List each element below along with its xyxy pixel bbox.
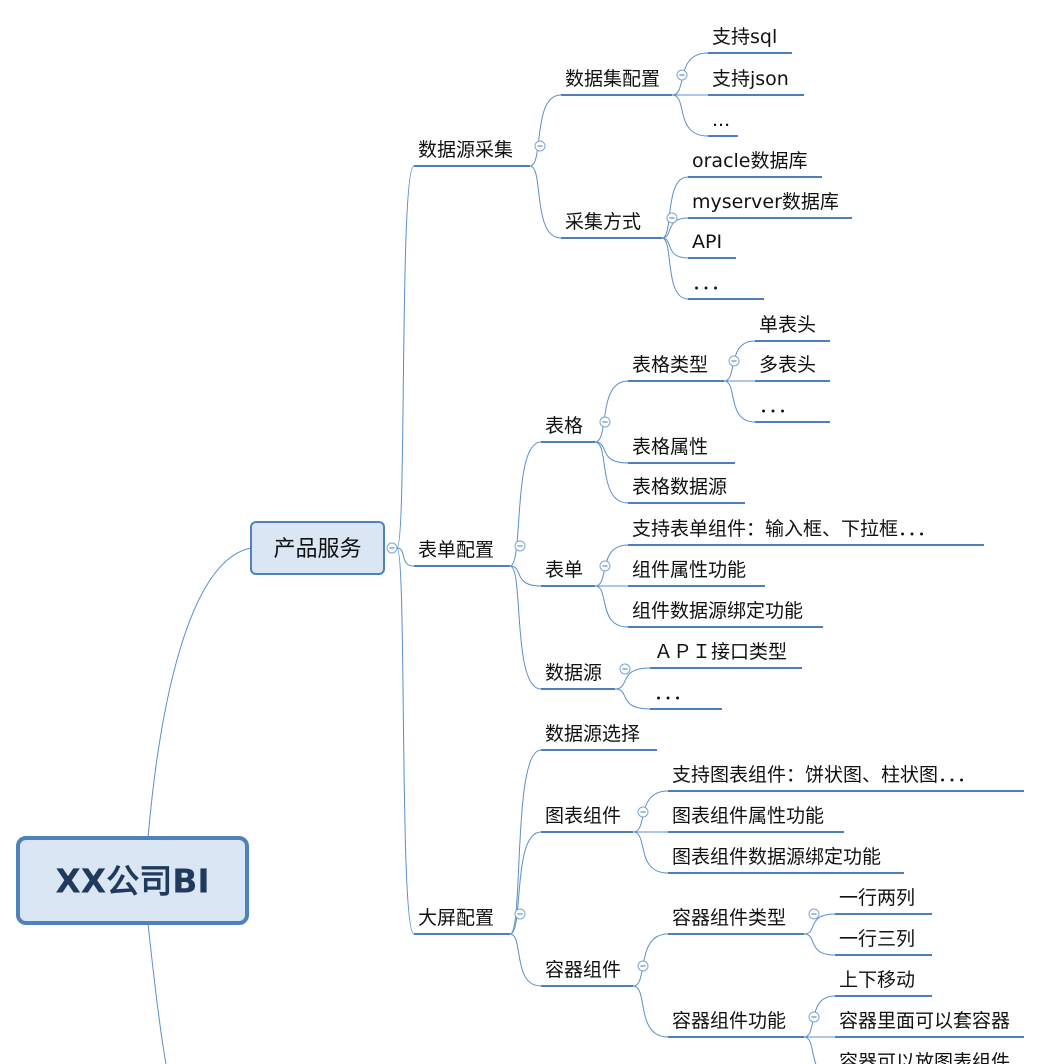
connector-line xyxy=(509,749,542,935)
node-label-node-2-1-1[interactable]: 图表组件属性功能 xyxy=(672,805,824,827)
node-label-node-2-2-1-1[interactable]: 容器里面可以套容器 xyxy=(839,1010,1010,1032)
connector-line xyxy=(723,380,756,423)
node-label-sql[interactable]: 支持sql xyxy=(712,26,777,48)
node-label-node-1-0-0[interactable]: 表格类型 xyxy=(632,354,708,376)
node-label-node-1-1-0[interactable]: 支持表单组件：输入框、下拉框．．． xyxy=(632,518,936,540)
node-label-node-1-2-0[interactable]: ＡＰＩ接口类型 xyxy=(654,641,787,663)
connector-line xyxy=(509,831,542,935)
node-label-json[interactable]: 支持json xyxy=(712,68,789,90)
node-label-node-2-2-0[interactable]: 容器组件类型 xyxy=(672,907,786,929)
node-label-node-2-1-2[interactable]: 图表组件数据源绑定功能 xyxy=(672,846,881,868)
connector-line xyxy=(671,94,709,137)
connector-line xyxy=(803,933,836,956)
connector-line xyxy=(632,985,669,1038)
node-label-node-2-2-1-0[interactable]: 上下移动 xyxy=(839,969,915,991)
connector-line xyxy=(396,547,415,935)
node-label-node-0-1[interactable]: 采集方式 xyxy=(565,211,641,233)
node-label-node-2-2-0-0[interactable]: 一行两列 xyxy=(839,887,915,909)
node-label-node-0[interactable]: 数据源采集 xyxy=(418,139,513,161)
node-label-node-0-0-2[interactable]: ... xyxy=(712,109,730,131)
product-service-label: 产品服务 xyxy=(273,537,361,562)
node-label-node-2-2-0-1[interactable]: 一行三列 xyxy=(839,928,915,950)
connector-line xyxy=(661,237,689,300)
connector-line xyxy=(529,165,562,239)
connector-line xyxy=(632,933,669,987)
node-label-myserver[interactable]: myserver数据库 xyxy=(692,191,839,213)
node-label-oracle[interactable]: oracle数据库 xyxy=(692,150,808,172)
node-label-node-2[interactable]: 大屏配置 xyxy=(418,907,494,929)
node-label-node-1-1-2[interactable]: 组件数据源绑定功能 xyxy=(632,600,803,622)
node-label-node-1-2-1[interactable]: ．．． xyxy=(654,682,692,704)
connector-line xyxy=(632,831,669,874)
root-node[interactable] xyxy=(16,836,249,925)
node-label-node-2-1-0[interactable]: 支持图表组件：饼状图、柱状图．．． xyxy=(672,764,976,786)
root-node-label: XX公司BI xyxy=(55,862,209,901)
node-label-node-2-1[interactable]: 图表组件 xyxy=(545,805,621,827)
node-label-node-0-0[interactable]: 数据集配置 xyxy=(565,68,660,90)
connector-line xyxy=(509,441,542,567)
connector-line xyxy=(594,441,629,464)
connector-line xyxy=(147,547,252,839)
connector-line xyxy=(803,913,836,935)
product-service-node[interactable] xyxy=(250,521,385,575)
connector-line xyxy=(396,165,415,549)
node-label-api[interactable]: API xyxy=(692,231,722,253)
node-label-node-1-0-0-2[interactable]: ．．． xyxy=(759,395,797,417)
node-label-node-1-0-1[interactable]: 表格属性 xyxy=(632,436,708,458)
node-label-node-2-2-1-2[interactable]: 容器可以放图表组件 xyxy=(839,1051,1010,1064)
connector-line xyxy=(529,94,562,167)
connector-line xyxy=(594,441,629,504)
connector-line xyxy=(661,176,689,239)
node-label-node-1-0-0-0[interactable]: 单表头 xyxy=(759,314,816,336)
connector-line xyxy=(147,922,167,1064)
connector-line xyxy=(509,933,542,987)
node-label-node-1[interactable]: 表单配置 xyxy=(418,539,494,561)
connector-line xyxy=(396,547,415,567)
connector-line xyxy=(594,585,629,628)
node-label-node-1-0[interactable]: 表格 xyxy=(545,415,583,437)
connector-line xyxy=(614,667,651,690)
connector-line xyxy=(594,380,629,443)
node-label-node-1-0-2[interactable]: 表格数据源 xyxy=(632,476,727,498)
node-label-node-2-0[interactable]: 数据源选择 xyxy=(545,723,640,745)
node-label-node-1-0-0-1[interactable]: 多表头 xyxy=(759,354,816,376)
connector-line xyxy=(661,217,689,239)
node-label-node-2-2-1[interactable]: 容器组件功能 xyxy=(672,1010,786,1032)
node-label-node-0-1-3[interactable]: ．．． xyxy=(692,272,730,294)
connector-line xyxy=(509,565,542,690)
connector-line xyxy=(614,688,651,710)
node-label-node-1-1-1[interactable]: 组件属性功能 xyxy=(632,559,746,581)
connector-line xyxy=(509,565,542,587)
node-label-node-1-2[interactable]: 数据源 xyxy=(545,662,602,684)
connector-line xyxy=(803,1036,817,1064)
node-label-node-1-1[interactable]: 表单 xyxy=(545,559,583,581)
node-label-node-2-2[interactable]: 容器组件 xyxy=(545,959,621,981)
